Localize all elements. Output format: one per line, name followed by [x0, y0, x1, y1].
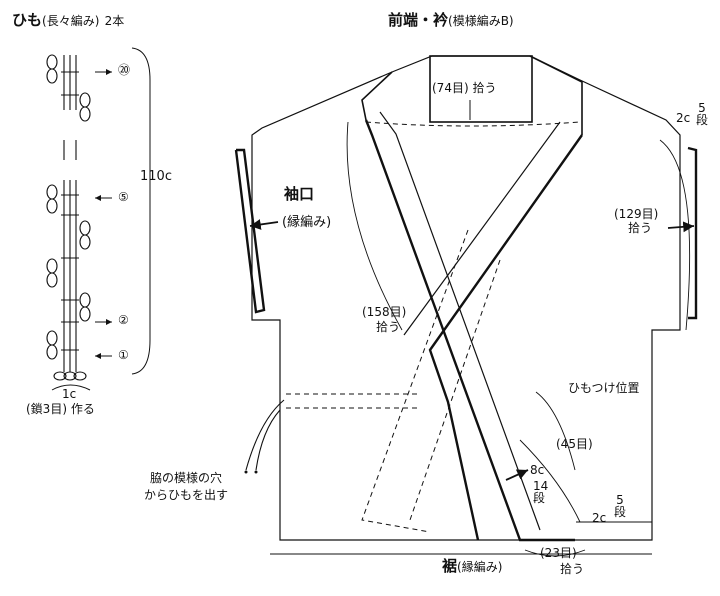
- collar-stitch: (模様編みB): [448, 14, 514, 28]
- hem-rows-num: 5: [616, 493, 624, 507]
- front-pickup: (158目): [362, 305, 407, 319]
- tie-position: ひもつけ位置: [568, 381, 640, 395]
- cord-length: 110c: [140, 169, 172, 184]
- length-brace: [131, 47, 151, 375]
- front-pickup2: 拾う: [376, 320, 401, 334]
- front-stitches-45: (45目): [556, 437, 593, 451]
- cuff-right-pickup2: 拾う: [628, 221, 653, 235]
- hem-width: 2c: [592, 511, 607, 525]
- collar-pickup: (74目) 拾う: [432, 81, 497, 95]
- cuff-top-rows: 5 段: [696, 102, 708, 126]
- turning-chains: [46, 54, 91, 381]
- hem-title-text: 裾: [442, 557, 458, 575]
- row-2-label: ②: [118, 313, 129, 327]
- collar-title-text: 前端・衿: [388, 11, 449, 29]
- vest-body: [234, 55, 698, 557]
- cord-count: 2本: [104, 14, 125, 28]
- cord-stitch: (長々編み): [42, 14, 100, 28]
- underlap-dashed: [361, 229, 469, 533]
- band-rows-unit: 段: [533, 491, 546, 505]
- row-1-label: ①: [118, 348, 129, 362]
- band-width: 8c: [530, 463, 545, 477]
- row-20-label: ⑳: [118, 63, 131, 77]
- right-cuff: [687, 146, 698, 320]
- side-hole-line2: からひもを出す: [144, 488, 229, 502]
- front-band-left: [364, 119, 575, 542]
- side-hole-line1: 脇の模様の穴: [150, 471, 223, 485]
- cord-chain: (鎖3目) 作る: [26, 402, 95, 416]
- cord-title: ひも(長々編み) 2本: [12, 11, 125, 29]
- cuff-top-rows-unit: 段: [696, 113, 709, 127]
- tie-cord: [245, 399, 285, 471]
- hem-pickup: (23目): [540, 546, 577, 560]
- cuff-right-pickup: (129目): [614, 207, 659, 221]
- band-rows-num: 14: [533, 479, 549, 493]
- hem-rows-unit: 段: [614, 505, 627, 519]
- width-arc: [51, 384, 91, 391]
- hem-pickup2: 拾う: [560, 562, 585, 576]
- row-5-label: ⑤: [118, 190, 129, 204]
- band-rows: 14 段: [533, 479, 549, 505]
- collar-title: 前端・衿(模様編みB): [388, 11, 514, 29]
- cuff-title: 袖口: [284, 185, 315, 203]
- front-band-right: [428, 134, 583, 541]
- cord-width: 1c: [62, 387, 77, 401]
- cord-title-text: ひも: [12, 11, 43, 29]
- cuff-top-rows-num: 5: [698, 101, 706, 115]
- left-cuff: [234, 148, 266, 314]
- hem-rows: 5 段: [614, 494, 626, 518]
- back-neck: [429, 55, 533, 123]
- hem-title: 裾(縁編み): [442, 557, 503, 575]
- cord-chart: [46, 47, 151, 391]
- cuff-stitch: (縁編み): [282, 215, 332, 230]
- hem-stitch: (縁編み): [457, 560, 503, 574]
- cuff-top-width: 2c: [676, 111, 691, 125]
